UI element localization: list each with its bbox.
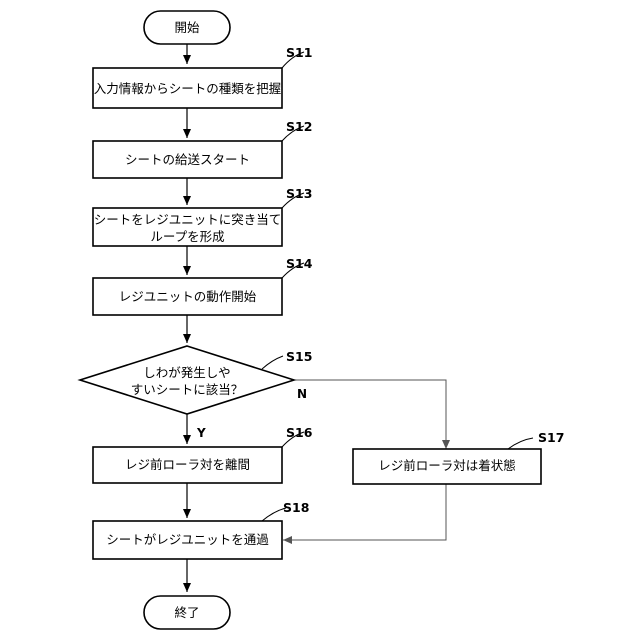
step-s11-id: S11	[286, 45, 312, 60]
step-s15-decision	[80, 346, 294, 414]
step-s17-id: S17	[538, 430, 564, 445]
step-s17-label: レジ前ローラ対は着状態	[378, 458, 516, 473]
step-s13-line2: ループを形成	[150, 229, 224, 244]
step-s13-id: S13	[286, 186, 312, 201]
step-s13-line1: シートをレジユニットに突き当て	[94, 212, 282, 227]
step-s16-label: レジ前ローラ対を離間	[125, 457, 250, 472]
step-s15-line2: すいシートに該当？	[131, 382, 244, 397]
start-label: 開始	[174, 20, 200, 35]
step-s14-id: S14	[286, 256, 313, 271]
arrow-s15-s17	[294, 380, 446, 449]
step-s18-id: S18	[283, 500, 309, 515]
step-s14-label: レジユニットの動作開始	[119, 289, 257, 304]
branch-yes-label: Y	[196, 426, 206, 440]
step-s15-line1: しわが発生しや	[143, 365, 230, 380]
step-s12-label: シートの給送スタート	[125, 152, 250, 167]
end-label: 終了	[174, 605, 199, 620]
step-s15-leader	[262, 356, 283, 369]
step-s18-label: シートがレジユニットを通過	[106, 532, 269, 547]
step-s15-id: S15	[286, 349, 312, 364]
step-s16-id: S16	[286, 425, 313, 440]
step-s12-id: S12	[286, 119, 312, 134]
step-s17-leader	[508, 438, 533, 449]
branch-no-label: N	[297, 387, 307, 401]
step-s11-label: 入力情報からシートの種類を把握	[94, 81, 282, 96]
